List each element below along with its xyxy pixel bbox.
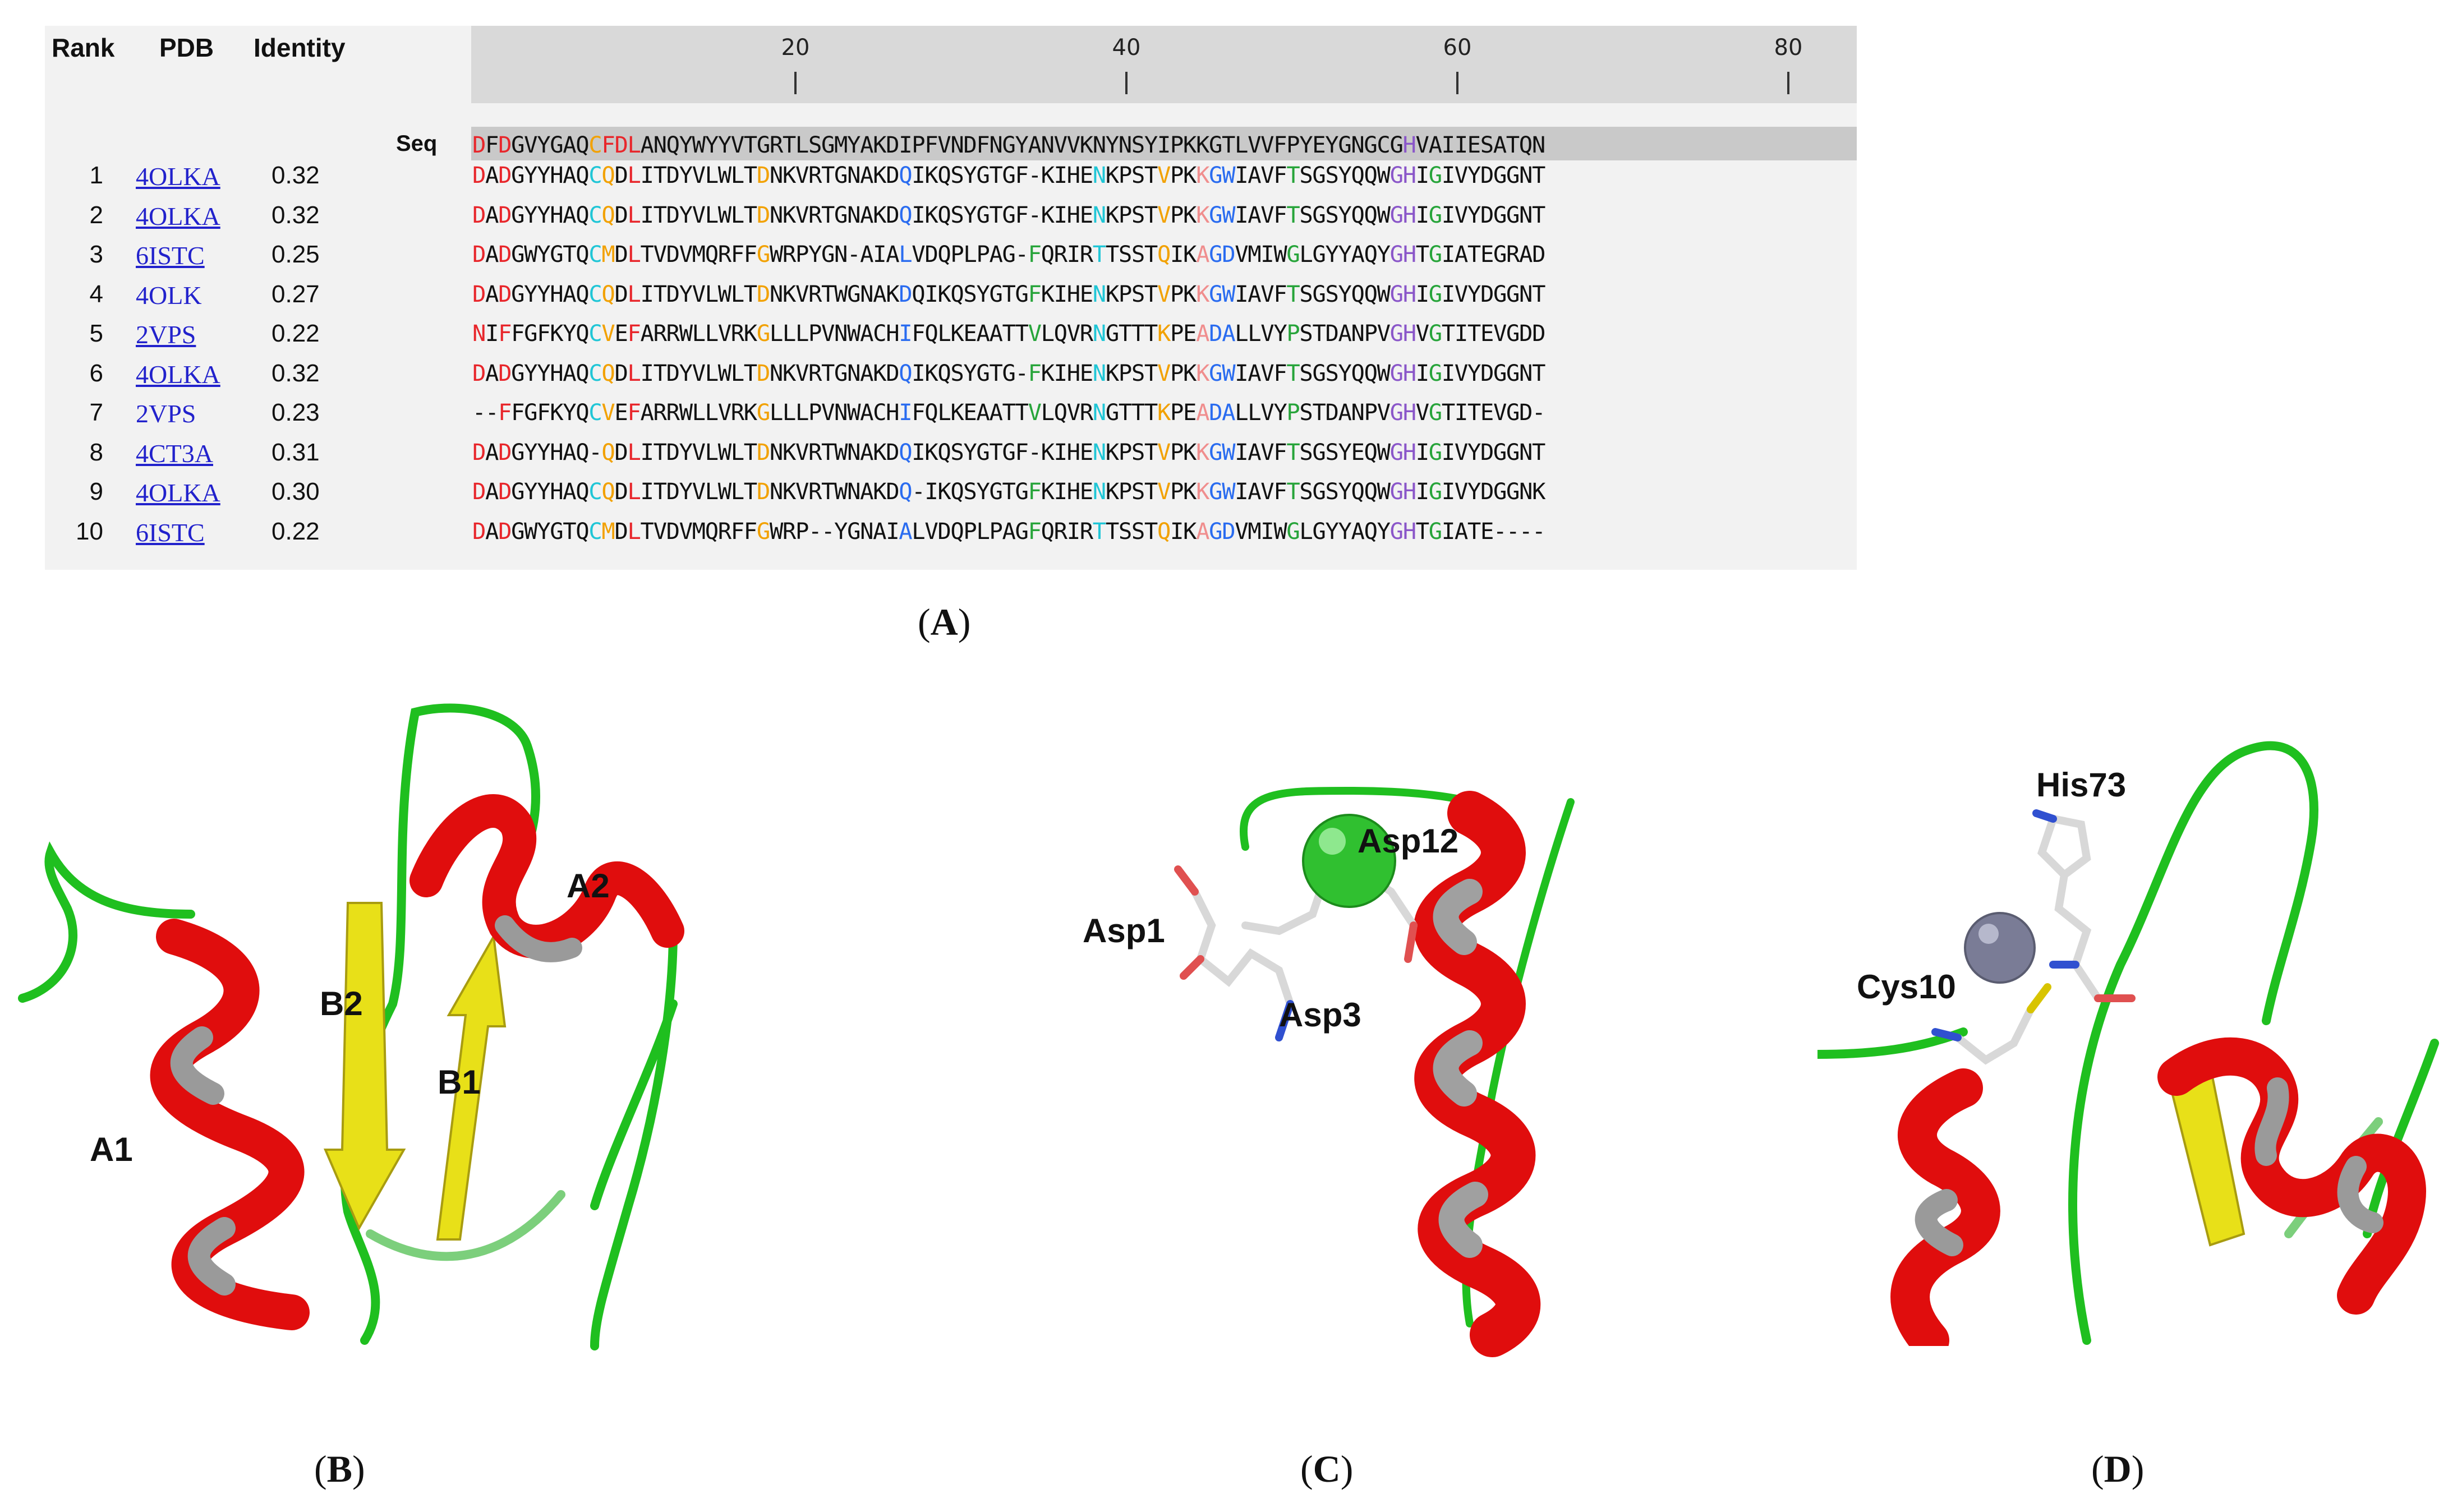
pdb-header: PDB bbox=[159, 33, 214, 62]
caption-b: (B) bbox=[314, 1448, 365, 1490]
ion-highlight bbox=[1319, 828, 1346, 855]
aligned-sequence: --FFGFKYQCVEFARRWLLVRKGLLLPVNWACHIFQLKEA… bbox=[472, 399, 1545, 426]
alignment-row: 5 2VPS 0.22 bbox=[45, 320, 471, 358]
pdb-link[interactable]: 2VPS bbox=[136, 320, 196, 349]
identity-cell: 0.32 bbox=[272, 162, 320, 189]
position-ruler: 20 40 60 80 bbox=[471, 26, 1857, 103]
helix-a2 bbox=[409, 794, 684, 962]
loop bbox=[18, 841, 195, 1003]
ruler-tick-label: 60 bbox=[1443, 35, 1472, 61]
pdb-link[interactable]: 4OLKA bbox=[136, 359, 220, 389]
pdb-link[interactable]: 4CT3A bbox=[136, 439, 213, 468]
alignment-row: 10 6ISTC 0.22 bbox=[45, 518, 471, 556]
identity-cell: 0.31 bbox=[272, 438, 320, 466]
identity-cell: 0.27 bbox=[272, 280, 320, 308]
loop bbox=[2068, 741, 2318, 1345]
aligned-sequence: DADGYYHAQCQDLITDYVLWLTDNKVRTGNAKDQIKQSYG… bbox=[472, 201, 1545, 228]
rank-cell: 3 bbox=[89, 241, 103, 268]
aligned-sequence: DADGYYHAQCQDLITDYVLWLTDNKVRTWNAKDQ-IKQSY… bbox=[472, 478, 1545, 505]
structure-panel-b: A1 A2 B2 B1 bbox=[18, 703, 684, 1350]
alignment-row: 1 4OLKA 0.32 bbox=[45, 162, 471, 200]
label-his73: His73 bbox=[2036, 766, 2126, 804]
alignment-row: 2 4OLKA 0.32 bbox=[45, 201, 471, 239]
rank-cell: 8 bbox=[89, 438, 103, 466]
identity-header: Identity bbox=[254, 33, 346, 62]
identity-cell: 0.30 bbox=[272, 478, 320, 505]
helix-left bbox=[1890, 1068, 2000, 1346]
identity-cell: 0.32 bbox=[272, 201, 320, 229]
ruler-tick-label: 20 bbox=[781, 35, 810, 61]
rank-header: Rank bbox=[52, 33, 115, 62]
alignment-row: 9 4OLKA 0.30 bbox=[45, 478, 471, 516]
ion-highlight bbox=[1978, 924, 1999, 944]
rank-cell: 4 bbox=[89, 280, 103, 308]
aligned-sequence: DADGWYGTQCMDLTVDVMQRFFGWRPYGN-AIALVDQPLP… bbox=[472, 241, 1545, 268]
identity-cell: 0.23 bbox=[272, 399, 320, 426]
pdb-link[interactable]: 6ISTC bbox=[136, 241, 205, 270]
rank-cell: 1 bbox=[89, 162, 103, 189]
alignment-row: 3 6ISTC 0.25 bbox=[45, 241, 471, 279]
ruler-tick bbox=[1787, 72, 1789, 94]
helix-right bbox=[2157, 1037, 2426, 1315]
alignment-row: 8 4CT3A 0.31 bbox=[45, 439, 471, 477]
ruler-tick-label: 80 bbox=[1774, 35, 1803, 61]
loop bbox=[590, 926, 678, 1350]
pdb-link[interactable]: 4OLKA bbox=[136, 162, 220, 191]
reference-sequence-bar bbox=[471, 127, 1857, 160]
pdb-link[interactable]: 6ISTC bbox=[136, 518, 205, 547]
structure-panel-c: Asp12 Asp1 Asp3 bbox=[1083, 786, 1575, 1357]
label-asp3: Asp3 bbox=[1279, 996, 1361, 1034]
identity-cell: 0.25 bbox=[272, 241, 320, 268]
caption-c: (C) bbox=[1300, 1448, 1354, 1490]
pdb-link[interactable]: 2VPS bbox=[136, 399, 196, 428]
aligned-sequence: DADGYYHAQ-QDLITDYVLWLTDNKVRTWNAKDQIKQSYG… bbox=[472, 438, 1545, 465]
aligned-sequence: DADGYYHAQCQDLITDYVLWLTDNKVRTGNAKDQIKQSYG… bbox=[472, 359, 1545, 386]
aligned-sequence: DADGWYGTQCMDLTVDVMQRFFGWRP--YGNAIALVDQPL… bbox=[472, 517, 1545, 545]
aligned-sequence: DADGYYHAQCQDLITDYVLWLTDNKVRTWGNAKDQIKQSY… bbox=[472, 280, 1545, 307]
aligned-sequence: DADGYYHAQCQDLITDYVLWLTDNKVRTGNAKDQIKQSYG… bbox=[472, 162, 1545, 188]
label-asp12: Asp12 bbox=[1358, 822, 1458, 860]
loop bbox=[366, 1190, 565, 1261]
label-a2: A2 bbox=[567, 867, 610, 905]
helix bbox=[1414, 791, 1541, 1357]
ruler-tick bbox=[794, 72, 797, 94]
rank-cell: 7 bbox=[89, 399, 103, 426]
seq-label: Seq bbox=[396, 131, 438, 156]
label-b2: B2 bbox=[320, 985, 363, 1022]
rank-cell: 2 bbox=[89, 201, 103, 229]
residue-sticks bbox=[1931, 809, 2136, 1065]
zinc-ion bbox=[1964, 912, 2036, 984]
alignment-row: 4 4OLK 0.27 bbox=[45, 280, 471, 319]
alignment-panel: 20 40 60 80 Rank PDB Identity Seq DFDGVY… bbox=[45, 26, 1857, 570]
rank-cell: 5 bbox=[89, 320, 103, 347]
strand-arrow bbox=[323, 902, 406, 1231]
alignment-row: 6 4OLKA 0.32 bbox=[45, 359, 471, 398]
caption-a: (A) bbox=[918, 601, 971, 643]
alignment-row: 7 2VPS 0.23 bbox=[45, 399, 471, 437]
rank-cell: 10 bbox=[76, 517, 103, 545]
pdb-link[interactable]: 4OLKA bbox=[136, 478, 220, 507]
rank-cell: 6 bbox=[89, 359, 103, 387]
loop bbox=[590, 999, 678, 1210]
label-a1: A1 bbox=[90, 1131, 133, 1168]
rank-cell: 9 bbox=[89, 478, 103, 505]
caption-d: (D) bbox=[2091, 1448, 2145, 1490]
structure-panel-d: His73 Cys10 bbox=[1817, 741, 2439, 1346]
reference-sequence: DFDGVYGAQCFDLANQYWYYVTGRTLSGMYAKDIPFVNDF… bbox=[472, 131, 1545, 158]
ruler-tick bbox=[1456, 72, 1458, 94]
identity-cell: 0.32 bbox=[272, 359, 320, 387]
label-b1: B1 bbox=[438, 1063, 481, 1101]
loop bbox=[340, 703, 540, 1345]
identity-cell: 0.22 bbox=[272, 517, 320, 545]
helix-a1 bbox=[150, 919, 310, 1330]
pdb-link[interactable]: 4OLK bbox=[136, 280, 202, 310]
identity-cell: 0.22 bbox=[272, 320, 320, 347]
ruler-tick bbox=[1125, 72, 1128, 94]
strand-arrow bbox=[436, 933, 507, 1241]
pdb-link[interactable]: 4OLKA bbox=[136, 201, 220, 231]
label-cys10: Cys10 bbox=[1857, 968, 1956, 1006]
label-asp1: Asp1 bbox=[1083, 912, 1165, 949]
ruler-tick-label: 40 bbox=[1112, 35, 1141, 61]
aligned-sequence: NIFFGFKYQCVEFARRWLLVRKGLLLPVNWACHIFQLKEA… bbox=[472, 320, 1545, 347]
